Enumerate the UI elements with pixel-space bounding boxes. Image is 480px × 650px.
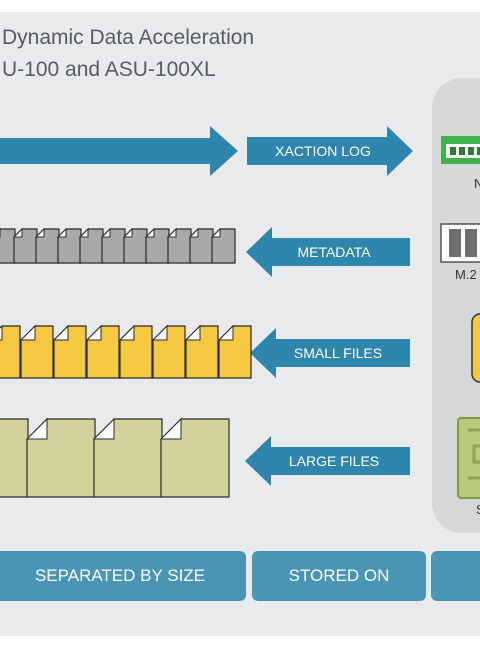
diagram-title-line-1: Dynamic Data Acceleration — [2, 26, 255, 49]
small-file-icon-fold — [19, 324, 36, 341]
stored-on-button[interactable]: STORED ON — [252, 551, 426, 601]
metadata-file-icon-fold — [56, 227, 67, 238]
arrow-label-metadata: METADATA — [297, 244, 371, 260]
arrow-label-small-files: SMALL FILES — [294, 345, 382, 361]
small-file-icon-fold — [151, 324, 168, 341]
sata-device-icon: S — [457, 417, 480, 517]
arrow-label-large-files: LARGE FILES — [289, 453, 379, 469]
stored-on-label: STORED ON — [288, 566, 390, 585]
metadata-file-icon-fold — [144, 227, 155, 238]
small-file-icon-fold — [118, 324, 135, 341]
small-files-device-icon — [471, 313, 480, 383]
metadata-file-icon-fold — [122, 227, 133, 238]
small-file-icon — [119, 325, 153, 379]
small-file-icon-fold — [85, 324, 102, 341]
nvme-device-label: N — [474, 176, 480, 191]
metadata-files-row — [0, 227, 236, 264]
metadata-file-icon-fold — [12, 227, 23, 238]
diagram-panel — [0, 12, 480, 636]
small-file-icon — [218, 325, 252, 379]
arrow-small-files: SMALL FILES — [250, 328, 410, 378]
arrow-large-files: LARGE FILES — [245, 436, 410, 486]
metadata-file-icon — [0, 228, 16, 264]
arrow-xaction-log: XACTION LOG — [247, 126, 413, 176]
metadata-file-icon-fold — [166, 227, 177, 238]
m2-device-label: M.2 — [455, 267, 477, 282]
large-file-icon-fold — [159, 417, 182, 440]
metadata-file-icon-fold — [210, 227, 221, 238]
diagram-title-line-2: U-100 and ASU-100XL — [2, 58, 216, 81]
metadata-file-icon-fold — [78, 227, 89, 238]
small-file-icon — [185, 325, 219, 379]
small-file-icon — [53, 325, 87, 379]
incoming-arrow — [0, 126, 238, 176]
metadata-file-icon-fold — [188, 227, 199, 238]
small-file-icon — [0, 325, 21, 379]
small-file-icon-fold — [0, 324, 3, 341]
small-file-icon — [20, 325, 54, 379]
small-files-row — [0, 324, 252, 379]
nvme-device-icon: N — [441, 136, 480, 191]
large-files-row — [0, 417, 230, 498]
small-file-icon — [152, 325, 186, 379]
third-bottom-button[interactable] — [431, 551, 480, 601]
small-file-icon-fold — [184, 324, 201, 341]
separated-by-size-label: SEPARATED BY SIZE — [34, 566, 206, 585]
metadata-file-icon-fold — [34, 227, 45, 238]
metadata-file-icon-fold — [100, 227, 111, 238]
arrow-metadata: METADATA — [246, 227, 410, 277]
sata-device-label: S — [476, 502, 480, 517]
small-file-icon-fold — [52, 324, 69, 341]
m2-device-icon: M.2 — [440, 223, 480, 282]
separated-by-size-button[interactable]: SEPARATED BY SIZE — [0, 551, 246, 601]
small-file-icon — [86, 325, 120, 379]
large-file-icon-fold — [25, 417, 48, 440]
large-file-icon — [0, 418, 29, 498]
arrow-label-xaction-log: XACTION LOG — [275, 143, 371, 159]
large-file-icon-fold — [92, 417, 115, 440]
small-file-icon-fold — [217, 324, 234, 341]
